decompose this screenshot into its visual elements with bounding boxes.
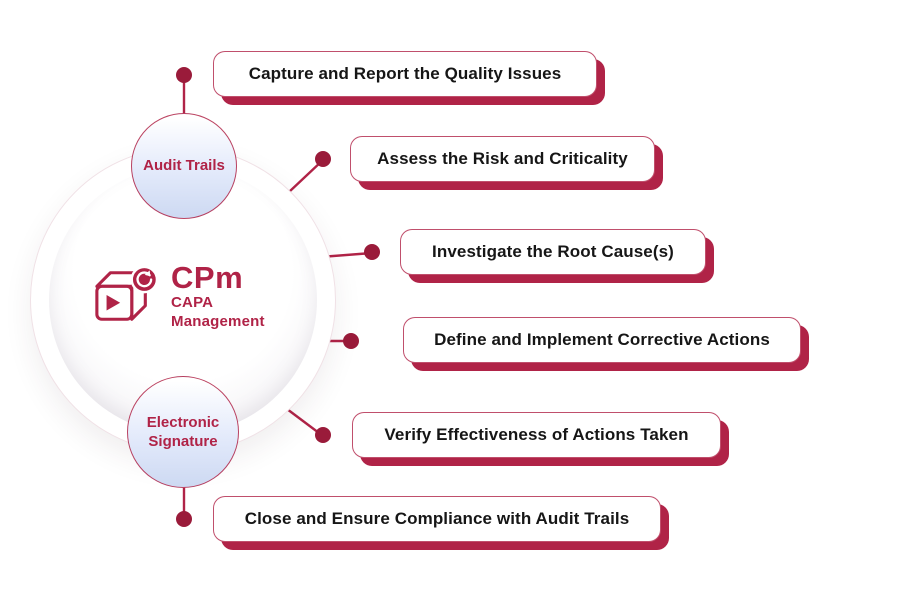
connector-dot [176,67,192,83]
sync-arrow-icon [130,266,159,294]
connector-dot [315,427,331,443]
triangle-icon [106,295,121,311]
step-box-define-implement: Define and Implement Corrective Actions [403,317,801,363]
step-box-capture-report: Capture and Report the Quality Issues [213,51,597,97]
step-label: Verify Effectiveness of Actions Taken [384,425,689,444]
capa-cube-icon [95,266,159,322]
connector-dot [364,244,380,260]
step-label: Capture and Report the Quality Issues [248,64,562,83]
badge-audit-trails: Audit Trails [131,113,237,219]
hub-content: CPm CAPA Management [88,262,265,331]
step-label: Assess the Risk and Criticality [377,149,628,168]
connector-dot [176,511,192,527]
connector-dot [315,151,331,167]
hub-subtitle-management: Management [171,312,265,330]
badge-audit-trails-label: Audit Trails [143,157,225,175]
step-box-close-compliance: Close and Ensure Compliance with Audit T… [213,496,661,542]
step-box-verify-effectiveness: Verify Effectiveness of Actions Taken [352,412,721,458]
step-label: Investigate the Root Cause(s) [432,242,674,261]
step-label: Define and Implement Corrective Actions [434,330,770,349]
step-label: Close and Ensure Compliance with Audit T… [244,509,630,528]
step-box-investigate-root-cause: Investigate the Root Cause(s) [400,229,706,275]
step-box-assess-risk: Assess the Risk and Criticality [350,136,655,182]
badge-electronic-signature-label: Electronic Signature [146,413,220,451]
hub-logo: CPm [171,260,244,295]
badge-electronic-signature: Electronic Signature [127,376,239,488]
hub-subtitle-capa: CAPA [171,294,214,311]
hub-text: CPm CAPA Management [171,262,265,331]
connector-dot [343,333,359,349]
